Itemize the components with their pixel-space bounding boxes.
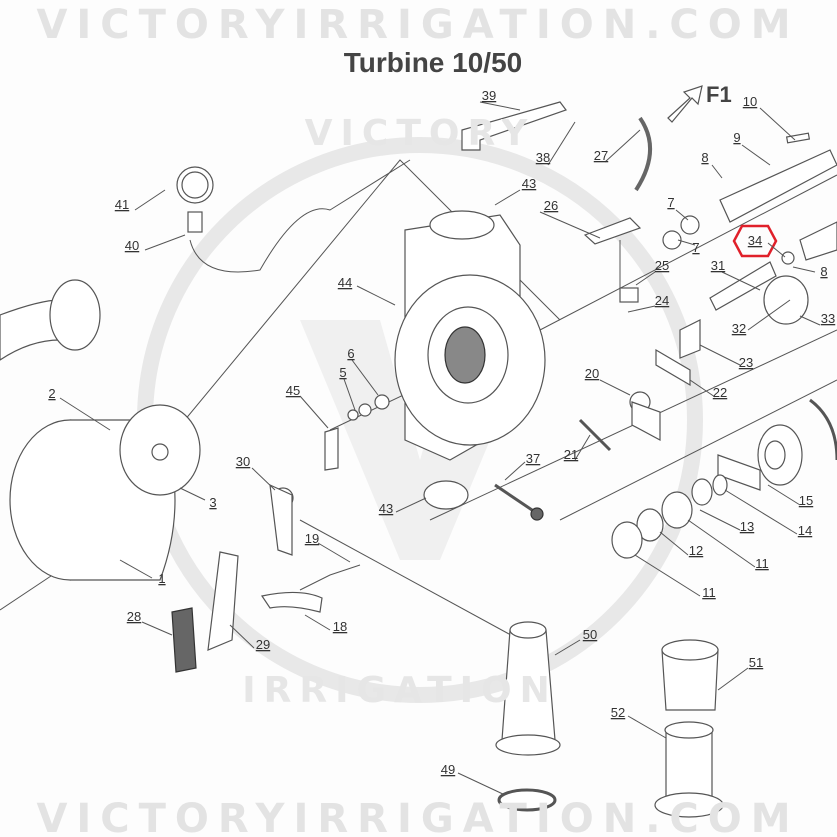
part-label[interactable]: 43 xyxy=(379,501,393,516)
part-label[interactable]: 23 xyxy=(739,355,753,370)
part-label[interactable]: 7 xyxy=(667,195,674,210)
watermark-bottom: VICTORYIRRIGATION.COM xyxy=(36,796,799,837)
watermark-circle-top: VICTORY xyxy=(305,113,536,154)
part-label[interactable]: 37 xyxy=(526,451,540,466)
part-label[interactable]: 3 xyxy=(209,495,216,510)
part-label[interactable]: 15 xyxy=(799,493,813,508)
part-label[interactable]: 11 xyxy=(702,585,716,600)
shaft-9 xyxy=(662,132,837,250)
leader-lines xyxy=(59,101,821,796)
part-label[interactable]: 30 xyxy=(236,454,250,469)
shaft-31 xyxy=(709,221,837,325)
part-label[interactable]: 18 xyxy=(333,619,347,634)
part-label[interactable]: 2 xyxy=(48,386,55,401)
part-label[interactable]: 41 xyxy=(115,197,129,212)
bracket-39 xyxy=(461,101,567,151)
part-label[interactable]: 24 xyxy=(655,293,669,308)
part-label[interactable]: 27 xyxy=(594,148,608,163)
part-label[interactable]: 1 xyxy=(158,571,165,586)
part-label[interactable]: 21 xyxy=(564,447,578,462)
part-label[interactable]: 29 xyxy=(256,637,270,652)
part-label[interactable]: 6 xyxy=(347,346,354,361)
diagram-title: Turbine 10/50 xyxy=(344,47,522,78)
part-label-highlighted[interactable]: 34 xyxy=(748,233,762,248)
part-label[interactable]: 8 xyxy=(820,264,827,279)
part-label[interactable]: 33 xyxy=(821,311,835,326)
bearings-seals xyxy=(611,474,728,559)
part-label[interactable]: 49 xyxy=(441,762,455,777)
part-labels: 39 38 27 43 26 10 9 8 7 7 34 8 31 25 24 … xyxy=(48,88,835,777)
pulley-assembly xyxy=(717,398,837,491)
cover-plate xyxy=(9,404,201,581)
part-label[interactable]: 14 xyxy=(798,523,812,538)
watermark-top: VICTORYIRRIGATION.COM xyxy=(36,2,799,48)
part-label[interactable]: 51 xyxy=(749,655,763,670)
watermark-circle-bottom: IRRIGATION xyxy=(242,670,558,711)
part-label[interactable]: 39 xyxy=(482,88,496,103)
part-label[interactable]: 10 xyxy=(743,94,757,109)
part-label[interactable]: 28 xyxy=(127,609,141,624)
part-label[interactable]: 19 xyxy=(305,531,319,546)
part-label[interactable]: 8 xyxy=(701,150,708,165)
part-label[interactable]: 9 xyxy=(733,130,740,145)
part-label[interactable]: 38 xyxy=(536,150,550,165)
part-label[interactable]: 40 xyxy=(125,238,139,253)
pipe-elbow xyxy=(0,279,101,361)
highlight-hexagon xyxy=(732,224,778,258)
part-label[interactable]: 7 xyxy=(692,240,699,255)
brackets-20-23 xyxy=(578,319,701,452)
suction-pipes xyxy=(495,621,724,818)
part-label[interactable]: 22 xyxy=(713,385,727,400)
part-label[interactable]: 12 xyxy=(689,543,703,558)
part-label[interactable]: 26 xyxy=(544,198,558,213)
part-label[interactable]: 50 xyxy=(583,627,597,642)
part-label[interactable]: 43 xyxy=(522,176,536,191)
part-label[interactable]: 13 xyxy=(740,519,754,534)
part-label[interactable]: 44 xyxy=(338,275,352,290)
gauge xyxy=(176,166,214,233)
part-label[interactable]: 11 xyxy=(755,556,769,571)
part-label[interactable]: 52 xyxy=(611,705,625,720)
part-label[interactable]: 31 xyxy=(711,258,725,273)
part-label[interactable]: 45 xyxy=(286,383,300,398)
part-label[interactable]: 5 xyxy=(339,365,346,380)
part-label[interactable]: 32 xyxy=(732,321,746,336)
part-label[interactable]: 25 xyxy=(655,258,669,273)
direction-label: F1 xyxy=(706,82,732,107)
direction-arrow-icon xyxy=(667,85,703,123)
turbine-housing xyxy=(394,210,546,461)
part-label[interactable]: 20 xyxy=(585,366,599,381)
